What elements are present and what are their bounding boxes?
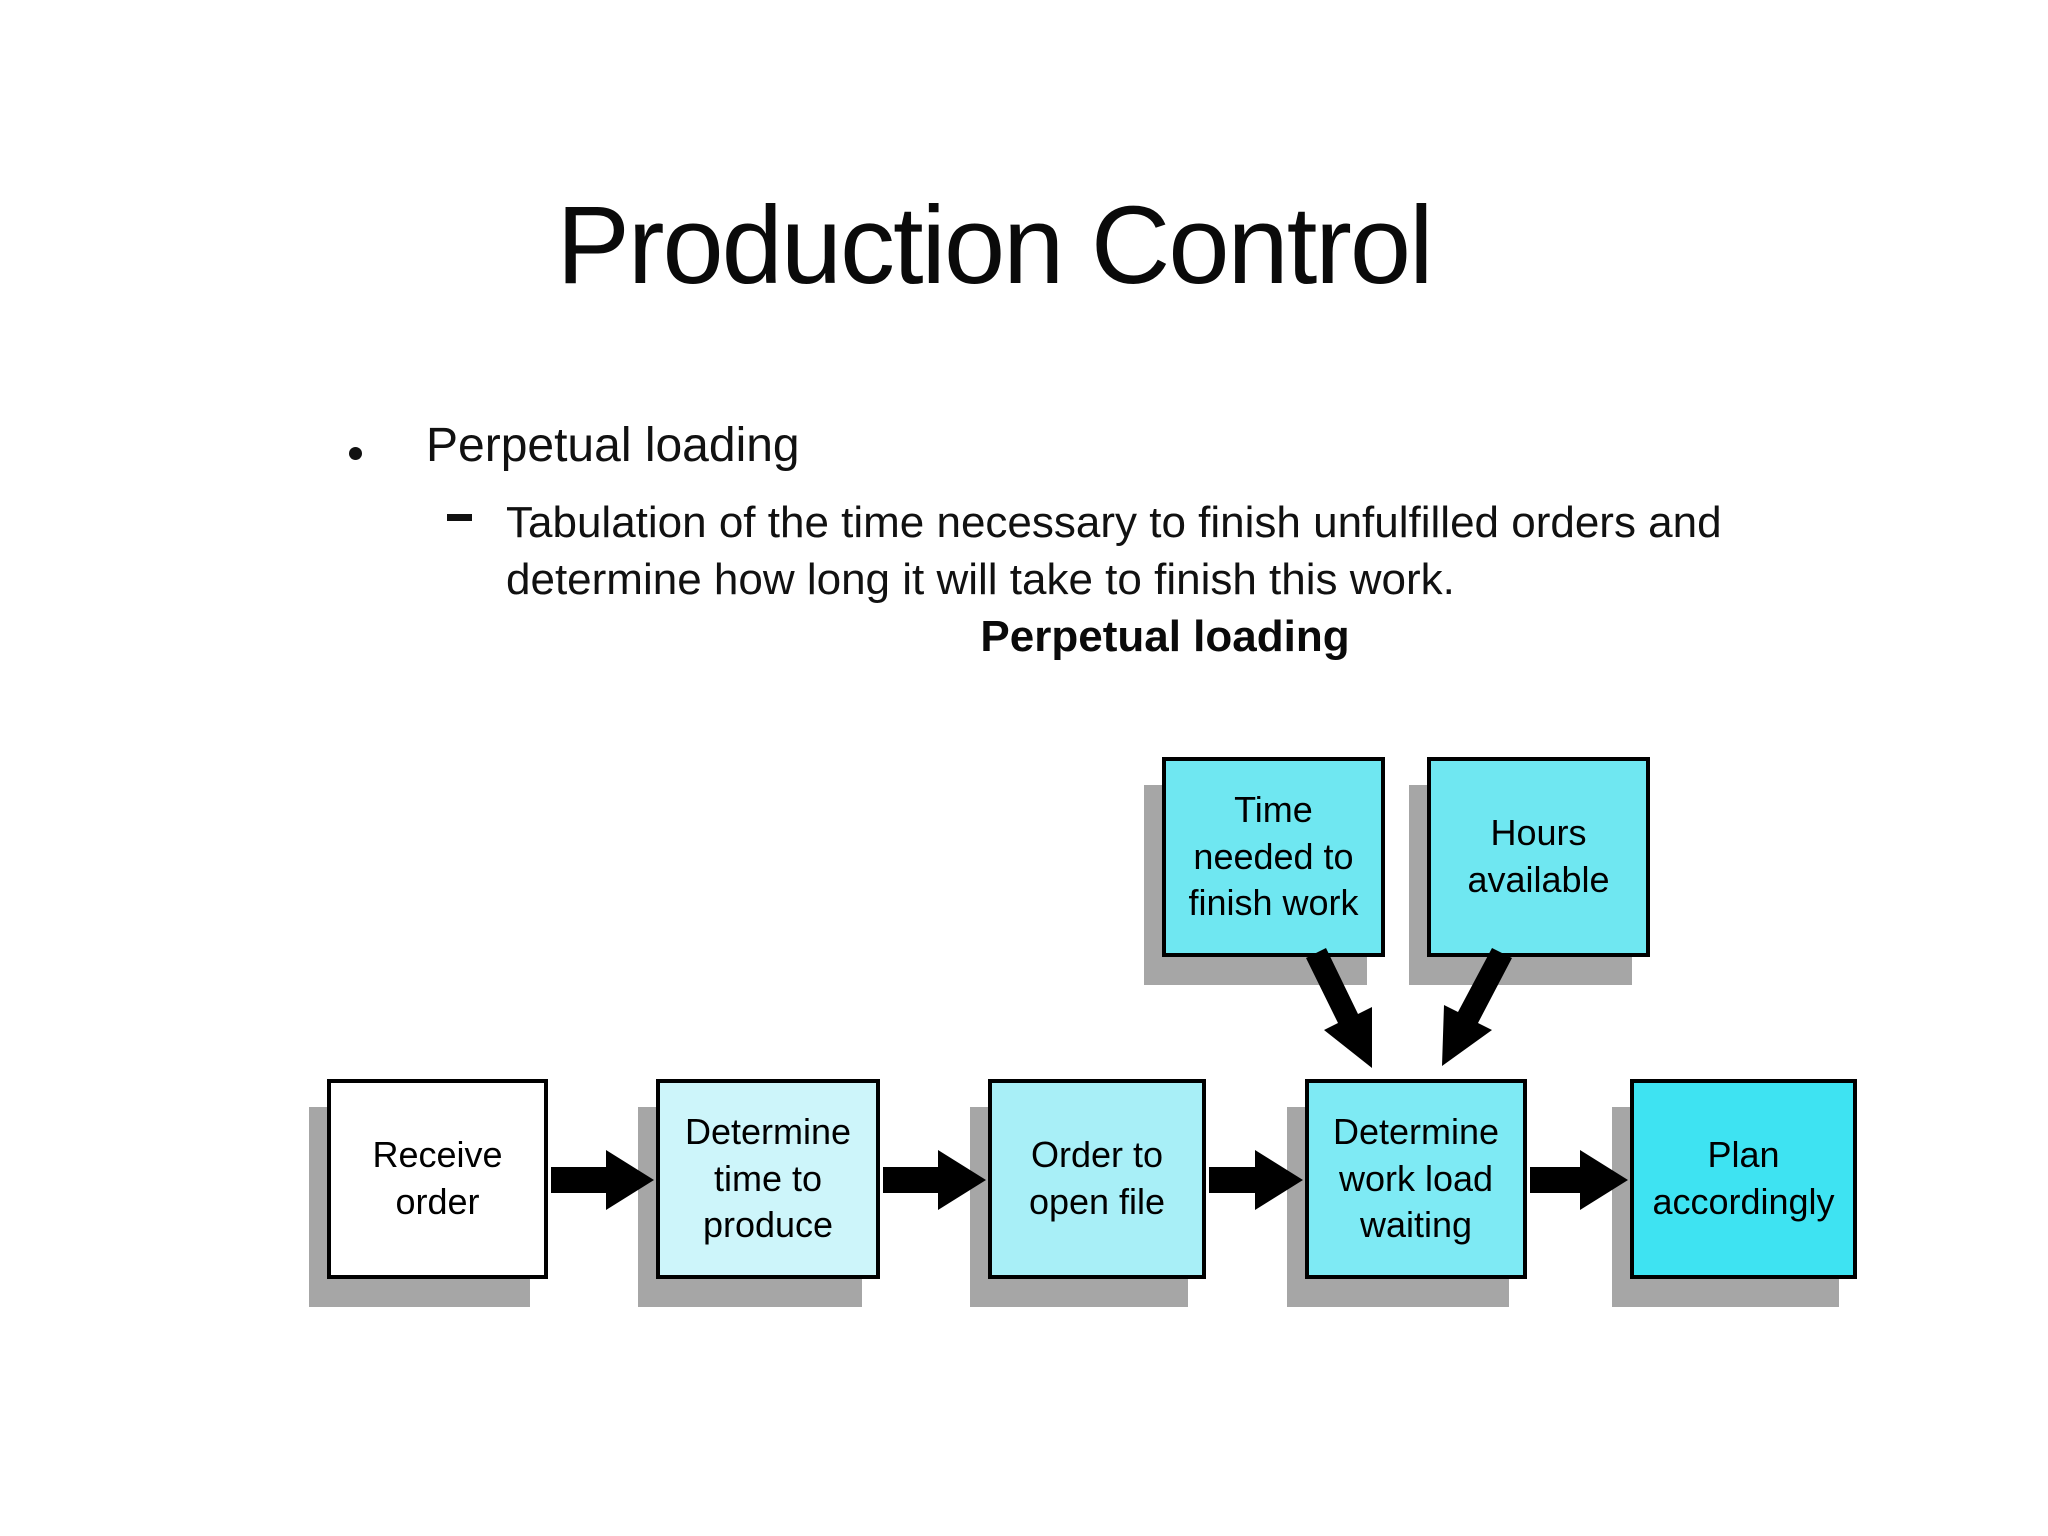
node-time-needed-to-finish-work: Time needed to finish work: [1162, 757, 1385, 957]
node-determine-work-load-waiting: Determine work load waiting: [1305, 1079, 1527, 1279]
sub-bullet-text: Tabulation of the time necessary to fini…: [506, 498, 1722, 604]
bullet-perpetual-loading: Perpetual loading: [426, 419, 800, 472]
diagram-caption: Perpetual loading: [980, 612, 1350, 661]
arrow-right-icon: [883, 1150, 986, 1210]
bullet-dot-icon: [349, 447, 362, 460]
sub-bullet-dash-icon: [447, 514, 472, 521]
arrow-down-left-icon: [1442, 948, 1512, 1066]
node-plan-accordingly: Plan accordingly: [1630, 1079, 1857, 1279]
arrow-right-icon: [1209, 1150, 1303, 1210]
node-receive-order: Receive order: [327, 1079, 548, 1279]
node-determine-time-to-produce: Determine time to produce: [656, 1079, 880, 1279]
arrow-right-icon: [1530, 1150, 1628, 1210]
arrow-right-icon: [551, 1150, 654, 1210]
node-order-to-open-file: Order to open file: [988, 1079, 1206, 1279]
slide-title: Production Control: [556, 184, 1433, 307]
arrow-down-right-icon: [1306, 948, 1372, 1068]
node-hours-available: Hours available: [1427, 757, 1650, 957]
